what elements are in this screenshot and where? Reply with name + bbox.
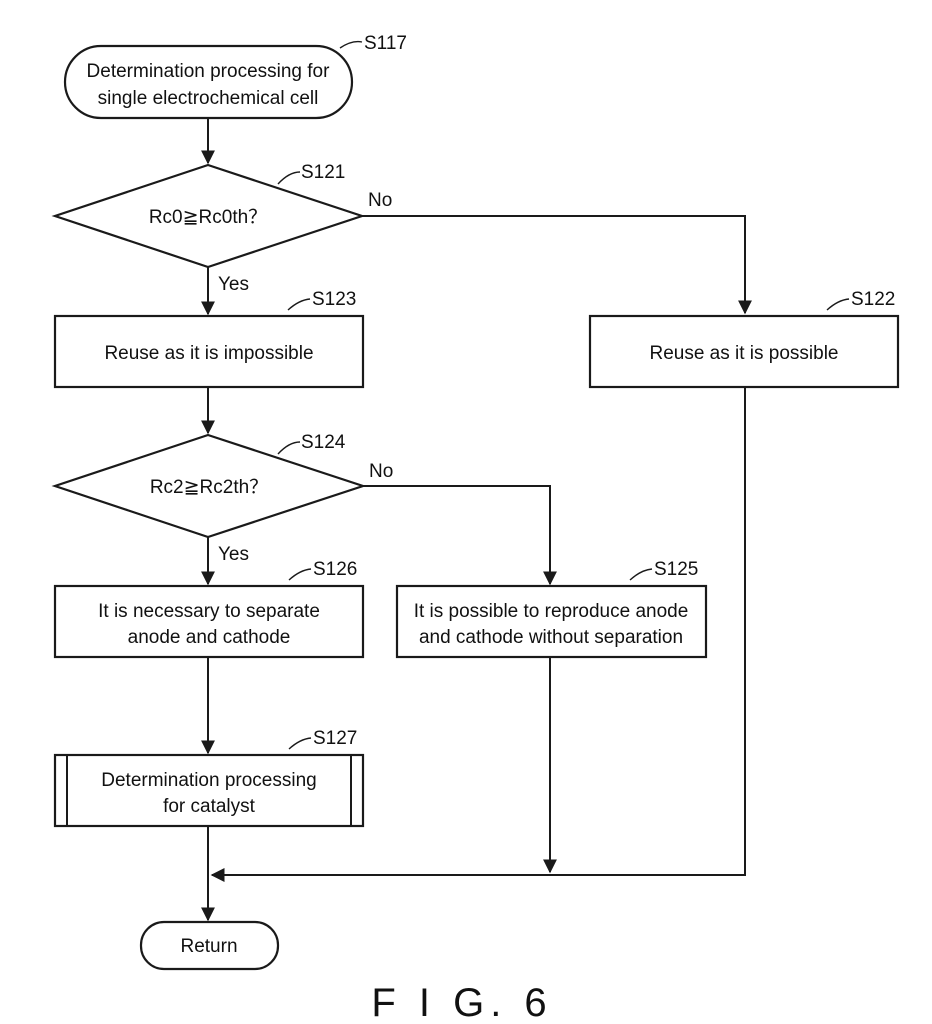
s125-leader	[630, 569, 652, 580]
s126-label: S126	[313, 559, 357, 580]
s121-leader	[278, 172, 300, 184]
figure-label: F I G. 6	[371, 981, 552, 1024]
s127-text-line2: for catalyst	[163, 796, 256, 817]
s122-leader	[827, 299, 849, 310]
s121-no-label: No	[368, 190, 392, 211]
s124-yes-label: Yes	[218, 544, 249, 565]
s127-label: S127	[313, 728, 357, 749]
s122-label: S122	[851, 289, 895, 310]
s124-leader	[278, 442, 300, 454]
s117-label: S117	[364, 33, 407, 54]
s121-yes-label: Yes	[218, 274, 249, 295]
s127-text-line1: Determination processing	[101, 770, 316, 791]
s126-text-line2: anode and cathode	[128, 627, 291, 648]
s117-leader	[340, 42, 362, 48]
s125-label: S125	[654, 559, 698, 580]
s124-text: Rc2≧Rc2th？	[150, 477, 268, 498]
s117-text-line2: single electrochemical cell	[98, 88, 319, 109]
s121-text: Rc0≧Rc0th？	[149, 207, 267, 228]
s125-text-line2: and cathode without separation	[419, 627, 683, 648]
s124-no-label: No	[369, 461, 393, 482]
arrow-s124-no	[363, 486, 550, 584]
return-text: Return	[180, 936, 237, 957]
s123-leader	[288, 299, 310, 310]
s125-text-line1: It is possible to reproduce anode	[414, 601, 689, 622]
s126-leader	[289, 569, 311, 580]
s124-label: S124	[301, 432, 346, 453]
s123-label: S123	[312, 289, 356, 310]
s126-text-line1: It is necessary to separate	[98, 601, 320, 622]
s122-text: Reuse as it is possible	[649, 343, 838, 364]
s117-text-line1: Determination processing for	[87, 61, 331, 82]
s127-leader	[289, 738, 311, 749]
arrow-s121-no	[362, 216, 745, 313]
s121-label: S121	[301, 162, 345, 183]
s123-text: Reuse as it is impossible	[104, 343, 313, 364]
